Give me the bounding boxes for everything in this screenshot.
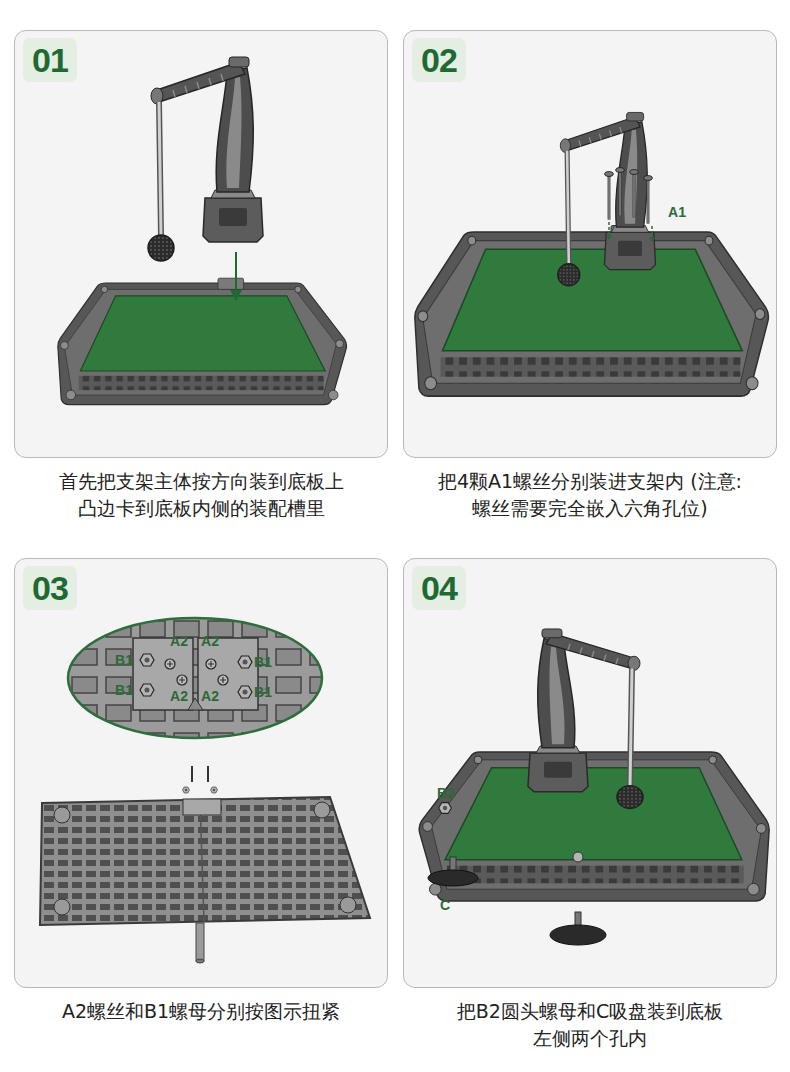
part-label: B1 [115, 682, 133, 698]
step-number: 02 [412, 38, 466, 82]
part-label: A2 [201, 688, 219, 704]
step-number: 03 [23, 566, 77, 610]
step-number: 01 [23, 38, 77, 82]
part-label: B2 [437, 785, 455, 801]
part-label: A2 [170, 633, 188, 649]
step-panel: 01首先把支架主体按方向装到底板上 凸边卡到底板内侧的装配槽里 [14, 30, 388, 458]
part-label: B1 [115, 652, 133, 668]
step-panel: 03A2螺丝和B1螺母分别按图示扭紧 [14, 558, 388, 988]
step-number: 04 [412, 566, 466, 610]
part-label: C [440, 897, 450, 913]
step-caption: 把B2圆头螺母和C吸盘装到底板 左侧两个孔内 [404, 998, 776, 1052]
step-panel: 04把B2圆头螺母和C吸盘装到底板 左侧两个孔内 [403, 558, 777, 988]
part-label: B1 [254, 654, 272, 670]
part-label: B1 [254, 684, 272, 700]
step-panel: 02把4颗A1螺丝分别装进支架内 (注意:螺丝需要完全嵌入六角孔位) [403, 30, 777, 458]
part-label: A1 [668, 204, 686, 220]
step-caption: 首先把支架主体按方向装到底板上 凸边卡到底板内侧的装配槽里 [15, 468, 387, 522]
part-label: A2 [201, 633, 219, 649]
step-caption: 把4颗A1螺丝分别装进支架内 (注意:螺丝需要完全嵌入六角孔位) [404, 468, 776, 522]
part-label: A2 [170, 688, 188, 704]
step-caption: A2螺丝和B1螺母分别按图示扭紧 [15, 998, 387, 1025]
